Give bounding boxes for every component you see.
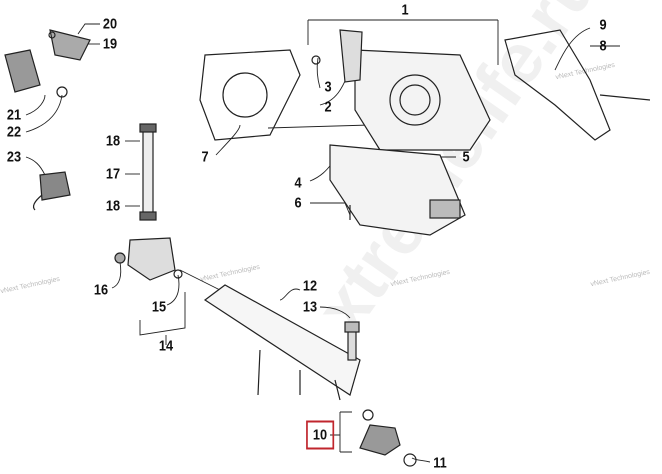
callout-11[interactable]: 11 xyxy=(433,454,447,472)
callout-18-lower[interactable]: 18 xyxy=(105,197,121,215)
callout-23[interactable]: 23 xyxy=(6,148,22,166)
callout-8[interactable]: 8 xyxy=(599,37,607,55)
callout-15[interactable]: 15 xyxy=(151,298,167,316)
intake-manifold xyxy=(329,144,466,236)
callout-14[interactable]: 14 xyxy=(158,337,174,355)
fuel-hose xyxy=(142,129,154,216)
callout-16[interactable]: 16 xyxy=(93,281,109,299)
callout-9[interactable]: 9 xyxy=(599,16,607,34)
callout-12[interactable]: 12 xyxy=(302,277,318,295)
pressure-regulator xyxy=(127,237,176,281)
callout-10-highlighted[interactable]: 10 xyxy=(306,420,334,450)
sensor-19 xyxy=(49,29,91,61)
fuel-rail xyxy=(203,284,361,396)
callout-4[interactable]: 4 xyxy=(294,174,302,192)
fuel-injector xyxy=(359,424,401,456)
knock-sensor-23 xyxy=(39,171,71,201)
callout-20[interactable]: 20 xyxy=(102,15,118,33)
throttle-body xyxy=(354,49,491,151)
callout-3[interactable]: 3 xyxy=(324,78,332,96)
bolt-13 xyxy=(347,329,357,361)
callout-1[interactable]: 1 xyxy=(401,1,409,19)
callout-13[interactable]: 13 xyxy=(302,298,318,316)
callout-6[interactable]: 6 xyxy=(294,194,302,212)
callout-17[interactable]: 17 xyxy=(105,165,121,183)
bracket-9 xyxy=(504,29,611,141)
callout-18[interactable]: 18 xyxy=(105,132,121,150)
tps-sensor xyxy=(339,29,363,83)
gasket-7 xyxy=(199,49,301,141)
sensor-21 xyxy=(4,49,41,93)
callout-22[interactable]: 22 xyxy=(6,123,22,141)
callout-7[interactable]: 7 xyxy=(201,148,209,166)
callout-5[interactable]: 5 xyxy=(462,148,470,166)
callout-19[interactable]: 19 xyxy=(102,35,118,53)
callout-2[interactable]: 2 xyxy=(324,98,332,116)
callout-21[interactable]: 21 xyxy=(6,106,22,124)
